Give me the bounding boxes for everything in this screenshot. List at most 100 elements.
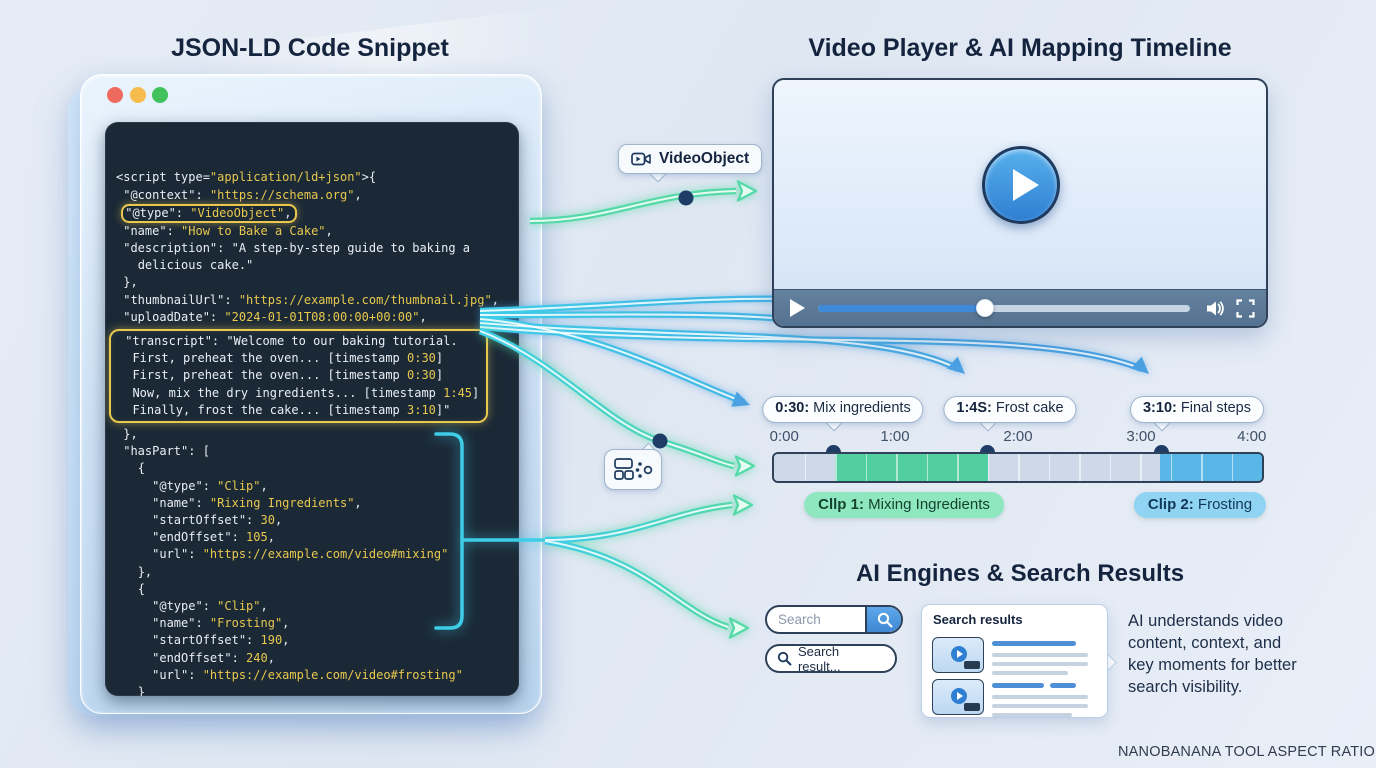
result-text-line <box>992 704 1088 708</box>
result-text-line <box>992 713 1072 717</box>
result-thumbnail-1[interactable] <box>932 637 984 673</box>
timeline-divider <box>896 454 898 481</box>
result-text-line <box>992 695 1088 699</box>
timeline-tick-label: 2:00 <box>1003 428 1033 445</box>
wire-node-haspart <box>652 433 668 449</box>
code-line: } <box>137 685 145 696</box>
code-line: "@type": "VideoObject", <box>116 203 508 223</box>
highlight-box-type: "@type": "VideoObject", <box>121 203 298 223</box>
timeline-divider <box>1140 454 1142 481</box>
code-line: Now, mix the dry ingredients... [timesta… <box>132 385 480 400</box>
fullscreen-icon[interactable] <box>1236 299 1255 318</box>
window-minimize-button[interactable] <box>130 87 146 103</box>
code-line: "hasPart": [ <box>123 444 210 459</box>
timeline-divider <box>804 454 806 481</box>
timeline-divider <box>835 454 837 481</box>
timeline-divider <box>1170 454 1172 481</box>
code-line: "description": "A step-by-step guide to … <box>123 241 471 256</box>
window-close-button[interactable] <box>107 87 123 103</box>
timeline-divider <box>1018 454 1020 481</box>
arrowhead-clip-row <box>732 494 754 516</box>
video-player <box>772 78 1268 328</box>
code-line: First, preheat the oven... [timestamp 0:… <box>132 351 444 366</box>
timeline-divider <box>1079 454 1081 481</box>
result-title-line <box>992 683 1044 688</box>
code-line: }, <box>123 427 138 442</box>
highlight-box-transcript: "transcript": "Welcome to our baking tut… <box>109 329 488 424</box>
timeline-divider <box>1048 454 1050 481</box>
search-icon-small <box>777 651 792 666</box>
wire-node-videoobject <box>678 190 694 206</box>
play-icon[interactable] <box>790 299 805 317</box>
code-line: Finally, frost the cake... [timestamp 3:… <box>132 402 451 417</box>
right-section-title: Video Player & AI Mapping Timeline <box>808 34 1232 62</box>
code-line: "name": "How to Bake a Cake", <box>123 223 333 238</box>
thumbnail-play-icon <box>951 646 967 662</box>
volume-icon[interactable] <box>1206 299 1226 318</box>
code-line: delicious cake." <box>137 258 254 273</box>
haspart-icon-bubble <box>604 449 662 490</box>
result-title-line <box>992 641 1076 646</box>
clip-label-pill: Clip 2: Frosting <box>1133 492 1267 518</box>
timeline-divider <box>1109 454 1111 481</box>
search-section-title: AI Engines & Search Results <box>855 560 1185 587</box>
timeline-divider <box>987 454 989 481</box>
result-title-line <box>1050 683 1076 688</box>
left-section-title: JSON-LD Code Snippet <box>171 34 449 62</box>
search-button[interactable] <box>865 607 901 632</box>
timeline-divider <box>926 454 928 481</box>
clip-label-pill: Cllp 1: Mixing Ingredients <box>804 492 1004 518</box>
clips-structure-icon <box>614 457 653 480</box>
arrowhead-marker2 <box>947 356 965 374</box>
result-text-line <box>992 653 1088 657</box>
marker-bubble: 1:4S: Frost cake <box>943 396 1077 423</box>
code-line: First, preheat the oven... [timestamp 0:… <box>132 368 444 383</box>
thumbnail-play-icon <box>951 688 967 704</box>
timeline-divider <box>1201 454 1203 481</box>
code-line: "@type": "Clip", <box>152 599 268 614</box>
progress-thumb[interactable] <box>976 299 995 317</box>
code-lines: <script type="application/ld+json">{ "@c… <box>109 169 508 696</box>
timeline-tick-label: 3:00 <box>1126 428 1156 445</box>
progress-bar[interactable] <box>818 299 1190 317</box>
code-line: "@context": "https://schema.org", <box>123 187 362 202</box>
arrowhead-marker3 <box>1131 356 1149 374</box>
arrowhead-videoplayer <box>736 180 758 202</box>
timestamp-badge <box>964 703 980 711</box>
progress-fill <box>818 305 986 312</box>
result-text-line <box>992 671 1068 675</box>
code-line: "name": "Rixing Ingredients", <box>152 495 362 510</box>
timeline-tick-label: 4:00 <box>1237 428 1267 445</box>
code-line: }, <box>137 564 153 579</box>
code-line: "uploadDate": "2024-01-01T08:00:00+00:00… <box>123 309 427 324</box>
player-control-bar <box>774 289 1266 326</box>
videoobject-label: VideoObject <box>659 150 750 167</box>
arrowhead-marker1 <box>731 391 750 407</box>
code-line: "name": "Frosting", <box>152 616 290 631</box>
search-input[interactable] <box>767 607 876 632</box>
timeline-tick-label: 0:00 <box>769 428 799 445</box>
window-zoom-button[interactable] <box>152 87 168 103</box>
search-results-card: Search results <box>921 604 1108 718</box>
result-thumbnail-2[interactable] <box>932 679 984 715</box>
search-results-header: Search results <box>933 612 1023 627</box>
big-play-button[interactable] <box>982 146 1060 224</box>
watermark-text: NANOBANANA TOOL ASPECT RATIO <box>1118 744 1376 760</box>
marker-bubble: 3:10: Final steps <box>1129 396 1265 423</box>
code-line: "@type": "Clip", <box>152 478 268 493</box>
code-line: "url": "https://example.com/video#frosti… <box>152 667 463 682</box>
timeline-segment <box>835 454 988 481</box>
ai-caption-text: AI understands video content, context, a… <box>1128 612 1297 696</box>
timeline-divider <box>865 454 867 481</box>
search-result-pill[interactable]: Search result... <box>765 643 897 674</box>
video-camera-icon <box>631 152 651 166</box>
timeline-segment <box>987 454 1161 481</box>
timeline-divider <box>1231 454 1233 481</box>
timeline-segment <box>1160 454 1262 481</box>
code-line: "startOffset": 190, <box>152 633 290 648</box>
code-line: "endOffset": 105, <box>152 530 275 545</box>
code-line: "transcript": "Welcome to our baking tut… <box>125 334 458 349</box>
search-result-pill-label: Search result... <box>797 643 841 674</box>
arrowhead-search <box>728 617 750 639</box>
